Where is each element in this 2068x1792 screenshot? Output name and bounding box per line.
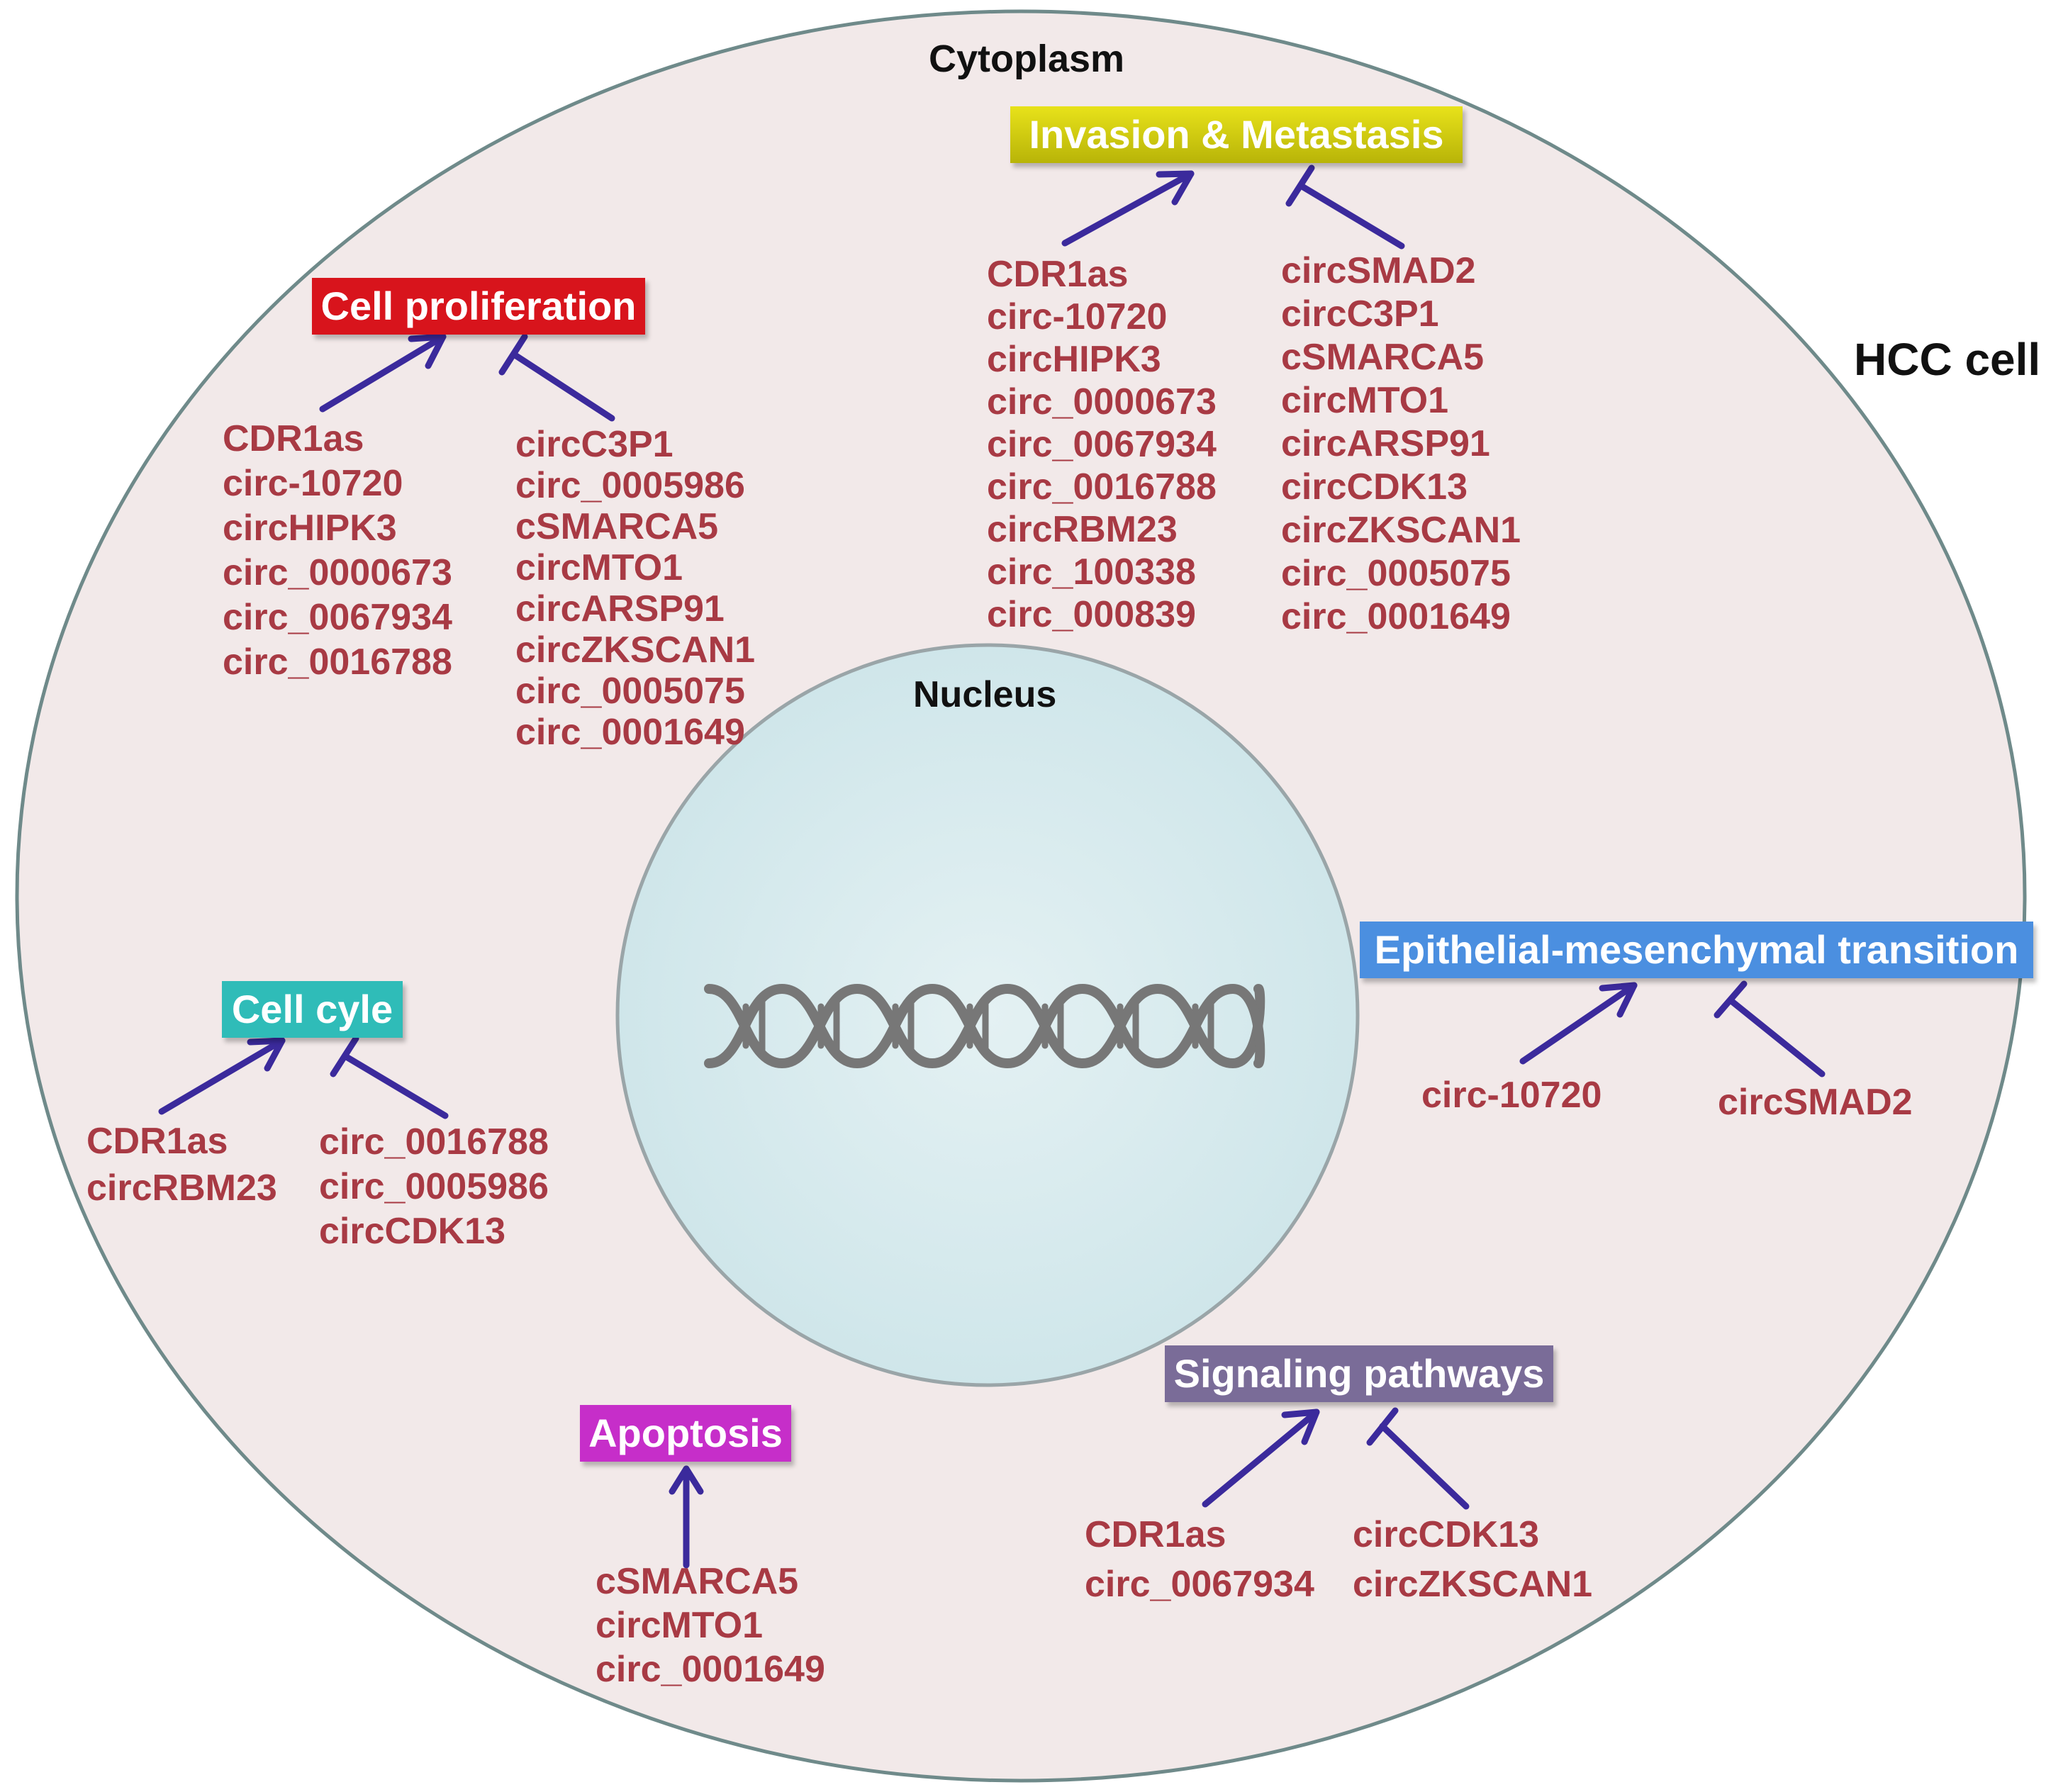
circrna-item: circ_000839 bbox=[987, 594, 1196, 635]
signaling-pathways-header: Signaling pathways bbox=[1165, 1345, 1553, 1402]
apoptosis-promote-arrow bbox=[669, 1465, 704, 1569]
invasion-metastasis-header: Invasion & Metastasis bbox=[1010, 106, 1463, 163]
nucleus-label: Nucleus bbox=[913, 674, 1057, 715]
invasion-promote-arrow bbox=[1061, 170, 1195, 247]
circrna-item: circCDK13 bbox=[319, 1211, 506, 1252]
circrna-item: circ_0001649 bbox=[596, 1649, 825, 1690]
circrna-item: circRBM23 bbox=[987, 509, 1178, 550]
circrna-item: circ_0005986 bbox=[515, 465, 745, 506]
regulation-arrows bbox=[158, 164, 1826, 1569]
circrna-item: CDR1as bbox=[987, 254, 1129, 295]
proliferation-inhibit-arrow bbox=[498, 333, 615, 422]
circrna-item: CDR1as bbox=[1085, 1514, 1226, 1555]
emt-inhibit-arrow bbox=[1714, 980, 1826, 1077]
circrna-item: circ-10720 bbox=[1421, 1075, 1602, 1116]
emt-promoters-list: circ-10720 bbox=[1421, 1074, 1602, 1116]
signaling-inhibit-arrow bbox=[1366, 1407, 1470, 1510]
circrna-item: circ_0000673 bbox=[987, 381, 1217, 422]
circrna-item: circHIPK3 bbox=[223, 508, 397, 549]
circrna-item: circ_0005986 bbox=[319, 1166, 549, 1207]
circrna-item: circMTO1 bbox=[515, 547, 683, 588]
circrna-item: circCDK13 bbox=[1281, 466, 1468, 508]
circrna-item: circSMAD2 bbox=[1281, 250, 1476, 291]
emt-promote-arrow bbox=[1519, 982, 1638, 1065]
circrna-item: cSMARCA5 bbox=[596, 1561, 799, 1602]
circrna-item: cSMARCA5 bbox=[1281, 337, 1485, 378]
apoptosis-header: Apoptosis bbox=[580, 1405, 791, 1462]
circrna-item: cSMARCA5 bbox=[515, 506, 719, 547]
signaling-promote-arrow bbox=[1202, 1409, 1320, 1508]
circrna-item: circRBM23 bbox=[86, 1167, 277, 1209]
circrna-item: circZKSCAN1 bbox=[515, 629, 756, 671]
circrna-item: circHIPK3 bbox=[987, 339, 1161, 380]
circrna-item: circ_0001649 bbox=[515, 712, 745, 753]
circrna-item: circARSP91 bbox=[1281, 423, 1490, 464]
circrna-item: circCDK13 bbox=[1353, 1514, 1540, 1555]
circrna-item: circC3P1 bbox=[1281, 293, 1439, 335]
circrna-item: circ_0016788 bbox=[987, 466, 1217, 508]
hcc-cell-label: HCC cell bbox=[1854, 334, 2041, 385]
circrna-item: circ_0000673 bbox=[223, 552, 452, 593]
dna-helix-icon bbox=[704, 983, 1265, 1069]
circrna-item: circSMAD2 bbox=[1718, 1082, 1913, 1123]
emt-inhibitors-list: circSMAD2 bbox=[1718, 1081, 1913, 1124]
circrna-item: circARSP91 bbox=[515, 588, 725, 629]
circrna-item: circ_0067934 bbox=[987, 424, 1217, 465]
circrna-item: circZKSCAN1 bbox=[1281, 510, 1521, 551]
circrna-item: circZKSCAN1 bbox=[1353, 1564, 1593, 1605]
emt-header: Epithelial-mesenchymal transition bbox=[1360, 922, 2033, 978]
cell-proliferation-header: Cell proliferation bbox=[312, 278, 645, 335]
circrna-item: circ_0001649 bbox=[1281, 596, 1511, 637]
circrna-item: CDR1as bbox=[86, 1121, 228, 1162]
circrna-item: circ-10720 bbox=[223, 463, 403, 504]
circrna-item: circ_0016788 bbox=[319, 1121, 549, 1163]
cell-cycle-promoters-list: CDR1as circRBM23 bbox=[86, 1118, 277, 1211]
invasion-inhibit-arrow bbox=[1285, 164, 1405, 250]
circrna-item: circ_0016788 bbox=[223, 642, 452, 683]
circrna-item: circ_0067934 bbox=[1085, 1564, 1314, 1605]
signaling-promoters-list: CDR1as circ_0067934 bbox=[1085, 1510, 1314, 1609]
circrna-item: circMTO1 bbox=[596, 1605, 764, 1646]
circrna-item: circ-10720 bbox=[987, 296, 1168, 337]
circrna-item: CDR1as bbox=[223, 418, 364, 459]
circrna-item: circ_0067934 bbox=[223, 597, 452, 638]
proliferation-promote-arrow bbox=[319, 333, 447, 413]
cytoplasm-label: Cytoplasm bbox=[929, 38, 1125, 80]
cell-cycle-header: Cell cyle bbox=[222, 981, 403, 1038]
circrna-item: circC3P1 bbox=[515, 424, 674, 465]
signaling-inhibitors-list: circCDK13 circZKSCAN1 bbox=[1353, 1510, 1592, 1609]
circrna-item: circ_100338 bbox=[987, 551, 1196, 593]
circrna-item: circMTO1 bbox=[1281, 380, 1449, 421]
cell-cycle-inhibit-arrow bbox=[330, 1035, 449, 1119]
circrna-item: circ_0005075 bbox=[1281, 553, 1511, 594]
cell-cycle-promote-arrow bbox=[158, 1037, 286, 1115]
circrna-item: circ_0005075 bbox=[515, 671, 745, 712]
